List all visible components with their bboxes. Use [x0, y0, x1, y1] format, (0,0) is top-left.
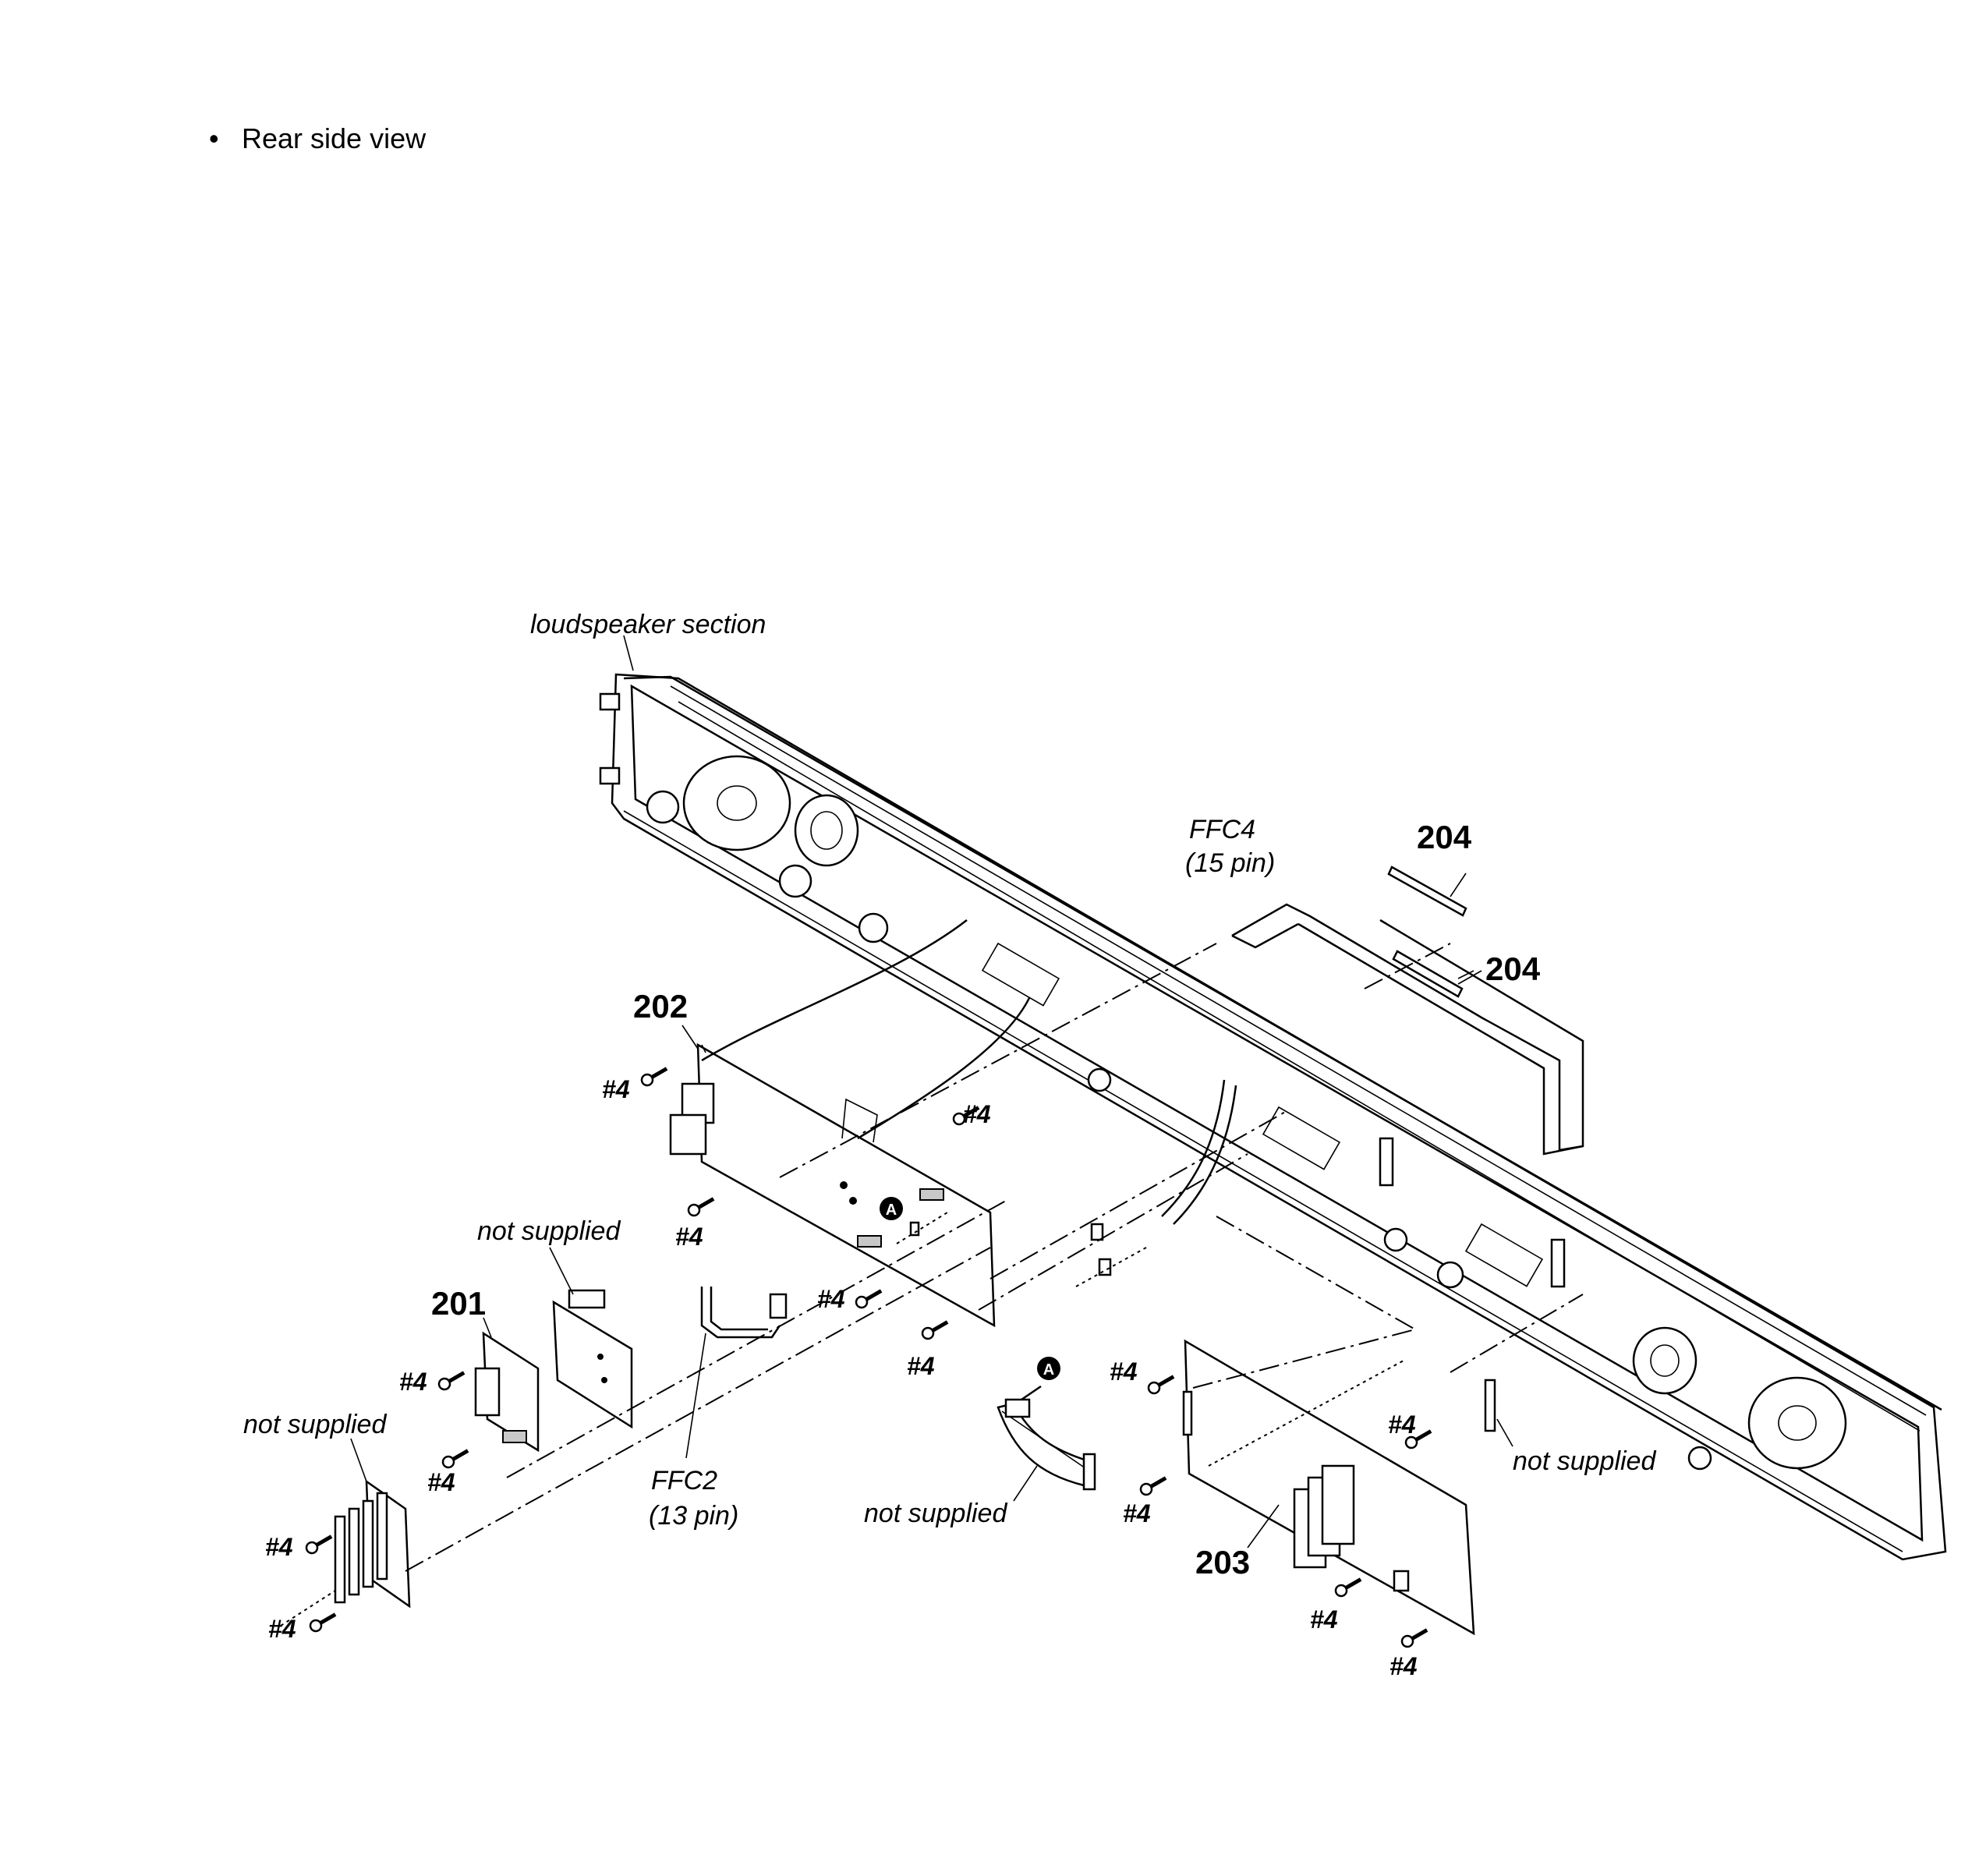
screw-label-4: #4	[817, 1285, 845, 1313]
screw-label-13: #4	[1310, 1605, 1338, 1634]
not-supplied-label-1: not supplied	[477, 1216, 621, 1246]
part-202-board	[669, 1042, 996, 1328]
ffc2-pins-label: (13 pin)	[649, 1501, 738, 1531]
ffc2-cable	[700, 1287, 788, 1339]
screw-label-11: #4	[1123, 1499, 1151, 1527]
right-connector	[1484, 1379, 1496, 1432]
loudspeaker-section	[599, 673, 1947, 1561]
ref-204-top: 204	[1417, 819, 1472, 855]
screws	[305, 1067, 1432, 1648]
ffc4-cable	[1231, 903, 1584, 1156]
leader-lines	[350, 635, 1513, 1549]
screw-label-10: #4	[1110, 1357, 1138, 1386]
left-woofer	[682, 755, 791, 851]
left-heatsink	[334, 1479, 411, 1609]
heading-title: Rear side view	[242, 122, 427, 154]
ffc2-label: FFC2	[651, 1466, 717, 1495]
screw-label-3: #4	[675, 1223, 703, 1251]
ribbon-cable-not-supplied	[997, 1398, 1096, 1491]
heading-bullet: •	[209, 122, 219, 154]
screw-label-9: #4	[268, 1615, 296, 1643]
not-supplied-label-3: not supplied	[864, 1499, 1007, 1528]
screw-label-6: #4	[399, 1368, 427, 1396]
ref-201: 201	[431, 1285, 486, 1322]
loudspeaker-section-label: loudspeaker section	[530, 610, 766, 639]
part-203-board	[1182, 1339, 1475, 1636]
svg-text:A: A	[1043, 1361, 1054, 1379]
screw-label-7: #4	[427, 1468, 455, 1496]
ffc4-label: FFC4	[1189, 815, 1255, 844]
part-204-strips	[1387, 865, 1482, 998]
marker-a-1: A	[880, 1197, 903, 1220]
ffc4-pins-label: (15 pin)	[1185, 848, 1275, 878]
screw-label-14: #4	[1389, 1652, 1418, 1680]
right-woofer	[1747, 1376, 1847, 1470]
ref-203: 203	[1195, 1544, 1250, 1580]
part-201-board	[474, 1289, 633, 1453]
marker-a-2: A	[1021, 1357, 1060, 1401]
svg-text:A: A	[886, 1202, 897, 1219]
screw-label-5: #4	[907, 1352, 935, 1380]
screw-label-12: #4	[1388, 1411, 1416, 1439]
ref-204-bottom: 204	[1485, 950, 1541, 987]
ref-202: 202	[633, 988, 688, 1025]
screw-label-8: #4	[265, 1533, 293, 1561]
not-supplied-label-2: not supplied	[243, 1410, 387, 1439]
screw-label-1: #4	[602, 1075, 630, 1103]
assembly-lines	[280, 943, 1584, 1626]
screw-label-2: #4	[963, 1100, 991, 1128]
not-supplied-label-4: not supplied	[1513, 1446, 1656, 1476]
